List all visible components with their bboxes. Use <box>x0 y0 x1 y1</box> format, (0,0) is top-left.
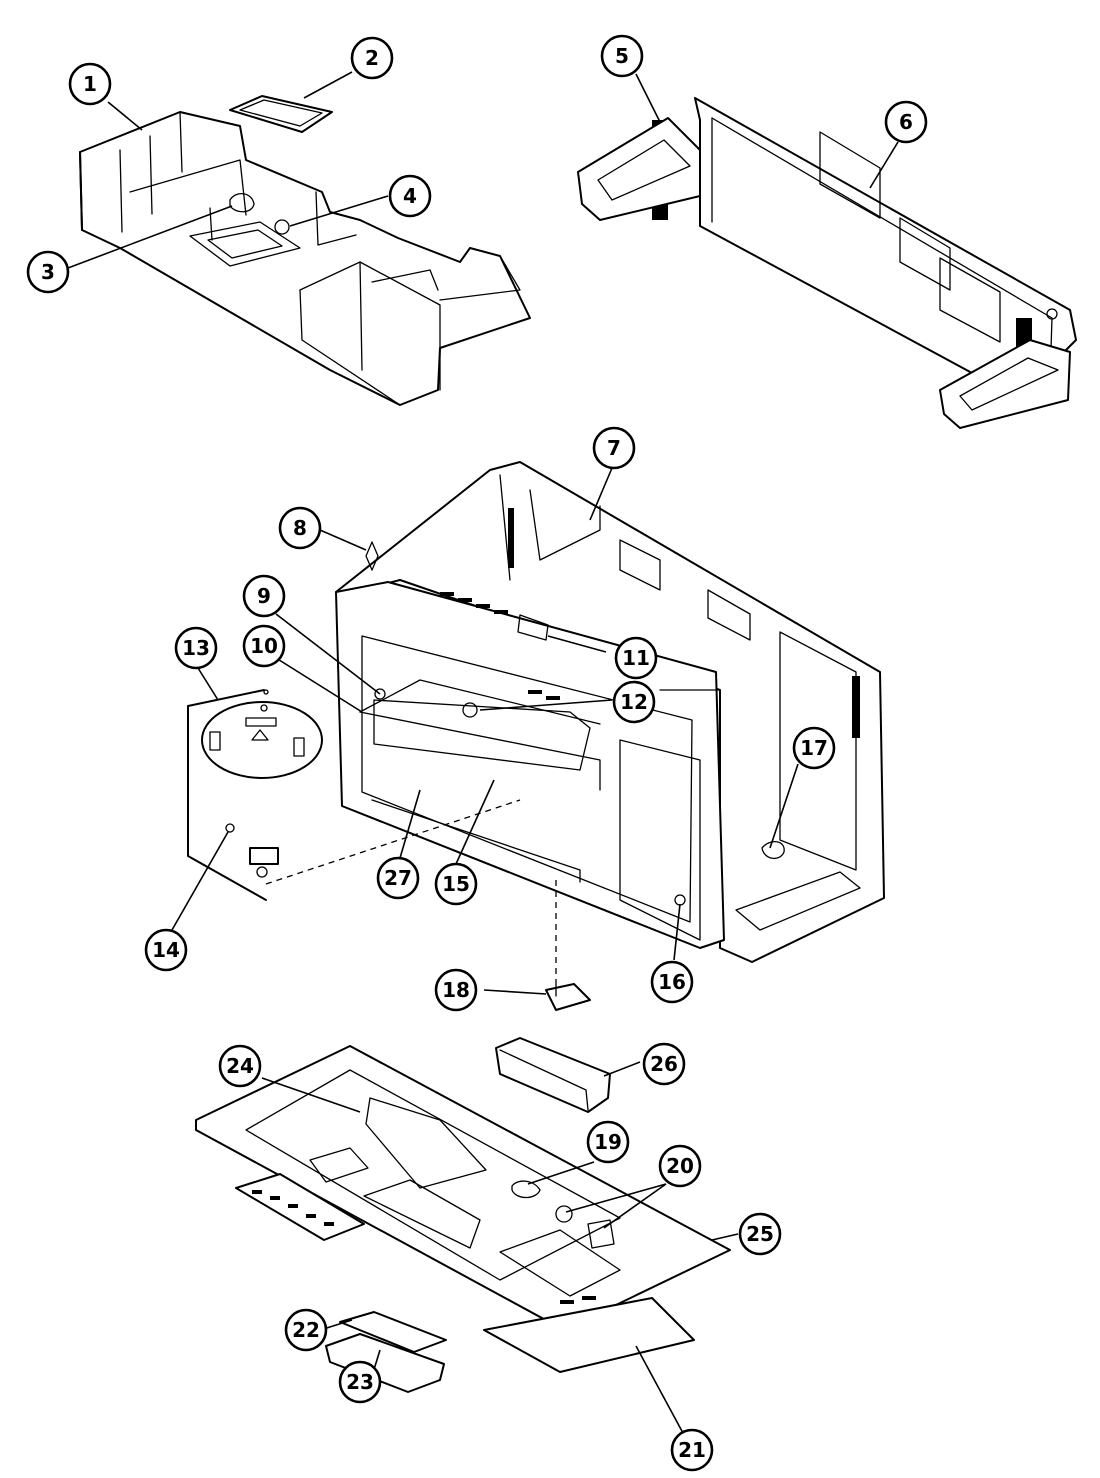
callout-4: 4 <box>388 174 432 218</box>
part-turntable-assembly <box>187 689 521 901</box>
callout-label: 4 <box>403 184 417 208</box>
callout-2: 2 <box>350 36 394 80</box>
part-top-housing <box>79 111 531 406</box>
callout-label: 1 <box>83 72 97 96</box>
callout-21: 21 <box>670 1428 714 1472</box>
callout-1: 1 <box>68 62 112 106</box>
callout-13: 13 <box>174 626 218 670</box>
callout-7: 7 <box>592 426 636 470</box>
callout-label: 24 <box>226 1054 254 1078</box>
callout-15: 15 <box>434 862 478 906</box>
callout-5: 5 <box>600 34 644 78</box>
callout-10: 10 <box>242 624 286 668</box>
callout-3: 3 <box>26 250 70 294</box>
callout-label: 6 <box>899 110 913 134</box>
callout-label: 2 <box>365 46 379 70</box>
callout-label: 20 <box>666 1154 694 1178</box>
callout-label: 18 <box>442 978 470 1002</box>
callout-14: 14 <box>144 928 188 972</box>
callout-23: 23 <box>338 1360 382 1404</box>
callout-label: 14 <box>152 938 180 962</box>
callout-20: 20 <box>658 1144 702 1188</box>
callout-label: 26 <box>650 1052 678 1076</box>
callout-11: 11 <box>614 636 658 680</box>
callout-label: 25 <box>746 1222 774 1246</box>
callout-27: 27 <box>376 856 420 900</box>
callout-6: 6 <box>884 100 928 144</box>
callout-19: 19 <box>586 1120 630 1164</box>
leader-lines <box>67 71 899 1447</box>
part-bottom-panel <box>195 1045 731 1393</box>
callout-22: 22 <box>284 1308 328 1352</box>
callout-label: 27 <box>384 866 412 890</box>
callout-8: 8 <box>278 506 322 550</box>
callout-label: 17 <box>800 736 828 760</box>
callout-label: 3 <box>41 260 55 284</box>
callout-24: 24 <box>218 1044 262 1088</box>
callout-label: 8 <box>293 516 307 540</box>
part-small-cover <box>229 95 333 133</box>
callout-label: 11 <box>622 646 650 670</box>
callout-label: 15 <box>442 872 470 896</box>
callout-18: 18 <box>434 968 478 1012</box>
callout-label: 22 <box>292 1318 320 1342</box>
callout-label: 16 <box>658 970 686 994</box>
callout-label: 13 <box>182 636 210 660</box>
callout-label: 23 <box>346 1370 374 1394</box>
part-small-tray <box>495 1037 611 1113</box>
callout-label: 21 <box>678 1438 706 1462</box>
callout-9: 9 <box>242 574 286 618</box>
callout-12: 12 <box>612 680 656 724</box>
callout-label: 9 <box>257 584 271 608</box>
callout-label: 10 <box>250 634 278 658</box>
part-main-cavity <box>335 461 885 963</box>
callout-25: 25 <box>738 1212 782 1256</box>
callout-label: 19 <box>594 1130 622 1154</box>
callout-label: 7 <box>607 436 621 460</box>
part-bottom-bracket <box>545 880 591 1011</box>
callout-label: 12 <box>620 690 648 714</box>
callout-26: 26 <box>642 1042 686 1086</box>
callout-16: 16 <box>650 960 694 1004</box>
part-mounting-plate <box>577 97 1077 429</box>
callout-label: 5 <box>615 44 629 68</box>
callout-17: 17 <box>792 726 836 770</box>
